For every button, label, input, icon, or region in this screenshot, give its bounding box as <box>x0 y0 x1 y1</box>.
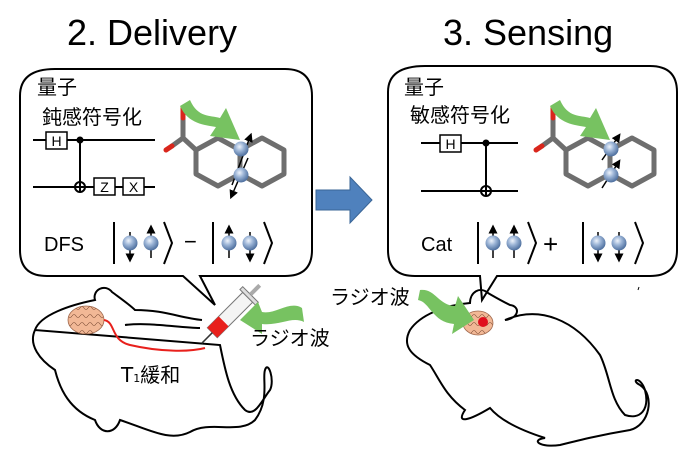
heading-encoding-delivery: 鈍感符号化 <box>42 105 142 129</box>
radio-wave-arrow-molecule-sensing <box>550 100 610 140</box>
mouse-outline-delivery <box>32 286 273 437</box>
spin-down-icon <box>242 232 258 263</box>
svg-text:H: H <box>51 133 61 149</box>
radio-wave-arrow-brain <box>418 289 474 334</box>
state-label-dfs: DFS <box>44 234 84 256</box>
spin-down-icon <box>611 232 627 263</box>
ket-term-2-sensing <box>582 221 645 265</box>
svg-text:Z: Z <box>100 179 109 195</box>
panel-title-sensing: 3. Sensing <box>443 12 614 53</box>
sensing-panel: H Cat + <box>387 65 678 447</box>
spin-pair-delivery <box>229 132 253 200</box>
stray-mark <box>637 286 640 291</box>
progress-arrow <box>315 175 373 225</box>
ket-term-2-delivery <box>212 221 274 265</box>
relaxation-path <box>103 319 206 352</box>
gate-x-delivery: X <box>122 177 145 196</box>
syringe-icon <box>201 283 262 344</box>
ket-term-1-delivery <box>113 221 174 265</box>
spin-down-icon <box>590 232 606 263</box>
heading-quantum-sensing: 量子 <box>404 75 444 99</box>
brain-icon <box>67 305 105 335</box>
quantum-circuit-sensing <box>421 139 518 197</box>
sensing-target-dot <box>478 317 488 327</box>
relaxation-t: T <box>121 363 134 387</box>
gate-z-delivery: Z <box>93 177 116 196</box>
gate-h-delivery: H <box>45 131 68 150</box>
delivery-panel: H Z X DFS <box>19 68 313 437</box>
spin-up-icon <box>143 224 159 258</box>
state-operator-plus: + <box>543 229 558 259</box>
svg-text:X: X <box>129 179 139 195</box>
heading-encoding-sensing: 敏感符号化 <box>410 103 510 127</box>
state-label-cat: Cat <box>421 234 453 256</box>
state-operator-minus: − <box>184 229 197 254</box>
heading-quantum-delivery: 量子 <box>37 75 77 99</box>
ket-term-1-sensing <box>477 221 538 265</box>
spin-pair-sensing <box>601 133 621 189</box>
radio-wave-label-sensing: ラジオ波 <box>330 285 410 309</box>
spin-down-icon <box>122 232 138 263</box>
svg-text:H: H <box>445 136 455 152</box>
relaxation-suffix: 緩和 <box>140 363 181 387</box>
gate-h-sensing: H <box>439 134 462 153</box>
mouse-outline-sensing <box>405 289 650 447</box>
spin-up-icon <box>221 224 237 258</box>
relaxation-label: T1緩和 <box>121 359 180 388</box>
panel-title-delivery: 2. Delivery <box>67 12 238 53</box>
radio-wave-arrow-syringe <box>240 302 304 334</box>
radio-wave-arrow-molecule-delivery <box>180 100 240 140</box>
spin-up-icon <box>506 224 522 258</box>
relaxation-subscript: 1 <box>133 372 141 385</box>
spin-up-icon <box>485 224 501 258</box>
radio-wave-label-delivery: ラジオ波 <box>250 326 330 350</box>
speech-bubble-delivery <box>19 68 313 306</box>
